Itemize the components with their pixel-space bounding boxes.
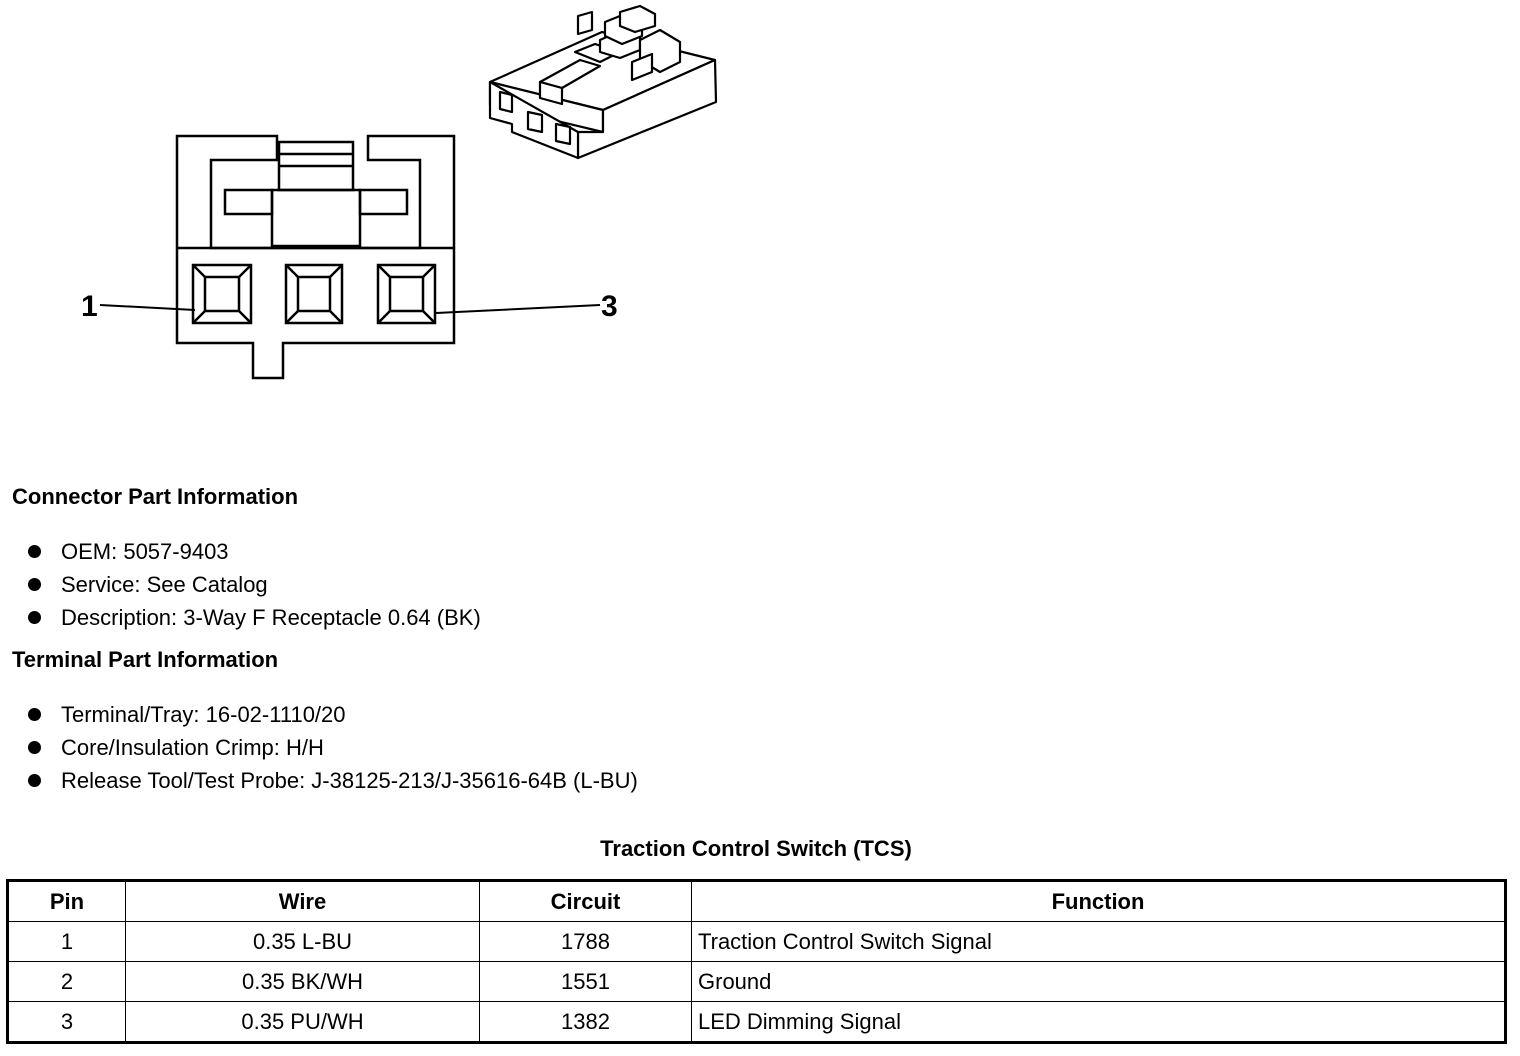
connector-diagram: 1 3 (81, 4, 718, 380)
table-row: 2 0.35 BK/WH 1551 Ground (7, 961, 1506, 1002)
pin-cell: 2 (7, 961, 126, 1002)
list-item: Release Tool/Test Probe: J-38125-213/J-3… (28, 764, 638, 797)
bullet-icon (28, 708, 41, 721)
terminal-cavity-3 (376, 263, 437, 325)
list-item: Terminal/Tray: 16-02-1110/20 (28, 698, 638, 731)
pin-1-leader-line (99, 304, 196, 311)
pin-3-leader-line (435, 304, 601, 314)
connector-isometric-view (488, 4, 718, 160)
list-item: Description: 3-Way F Receptacle 0.64 (BK… (28, 601, 481, 634)
table-row: 3 0.35 PU/WH 1382 LED Dimming Signal (7, 1001, 1506, 1043)
terminal-part-info-list: Terminal/Tray: 16-02-1110/20 Core/Insula… (28, 698, 638, 797)
table-row: 1 0.35 L-BU 1788 Traction Control Switch… (7, 921, 1506, 962)
circuit-cell: 1551 (479, 961, 692, 1002)
wire-cell: 0.35 L-BU (125, 921, 480, 962)
terminal-cavity-1 (191, 263, 253, 325)
bullet-icon (28, 741, 41, 754)
terminal-cavity-2 (284, 263, 344, 325)
bullet-icon (28, 545, 41, 558)
circuit-cell: 1382 (479, 1001, 692, 1043)
column-header-wire: Wire (125, 880, 480, 922)
list-item: OEM: 5057-9403 (28, 535, 481, 568)
connector-face-outline (175, 134, 456, 380)
pin-1-label: 1 (81, 290, 98, 323)
bullet-icon (28, 611, 41, 624)
function-cell: LED Dimming Signal (691, 1001, 1506, 1043)
column-header-pin: Pin (7, 880, 126, 922)
connector-latch (223, 140, 409, 248)
table-header-row: Pin Wire Circuit Function (7, 880, 1506, 922)
terminal-part-info-heading: Terminal Part Information (12, 647, 279, 672)
connector-part-info-heading: Connector Part Information (12, 484, 299, 509)
wire-cell: 0.35 BK/WH (125, 961, 480, 1002)
bullet-icon (28, 774, 41, 787)
function-cell: Ground (691, 961, 1506, 1002)
list-item: Core/Insulation Crimp: H/H (28, 731, 638, 764)
bullet-icon (28, 578, 41, 591)
circuit-cell: 1788 (479, 921, 692, 962)
column-header-function: Function (691, 880, 1506, 922)
list-item: Service: See Catalog (28, 568, 481, 601)
connector-part-info-list: OEM: 5057-9403 Service: See Catalog Desc… (28, 535, 481, 634)
pinout-table: Pin Wire Circuit Function 1 0.35 L-BU 17… (6, 879, 1507, 1044)
function-cell: Traction Control Switch Signal (691, 921, 1506, 962)
pin-3-label: 3 (601, 290, 618, 323)
pin-cell: 1 (7, 921, 126, 962)
column-header-circuit: Circuit (479, 880, 692, 922)
pin-cell: 3 (7, 1001, 126, 1043)
table-title: Traction Control Switch (TCS) (600, 836, 912, 861)
wire-cell: 0.35 PU/WH (125, 1001, 480, 1043)
